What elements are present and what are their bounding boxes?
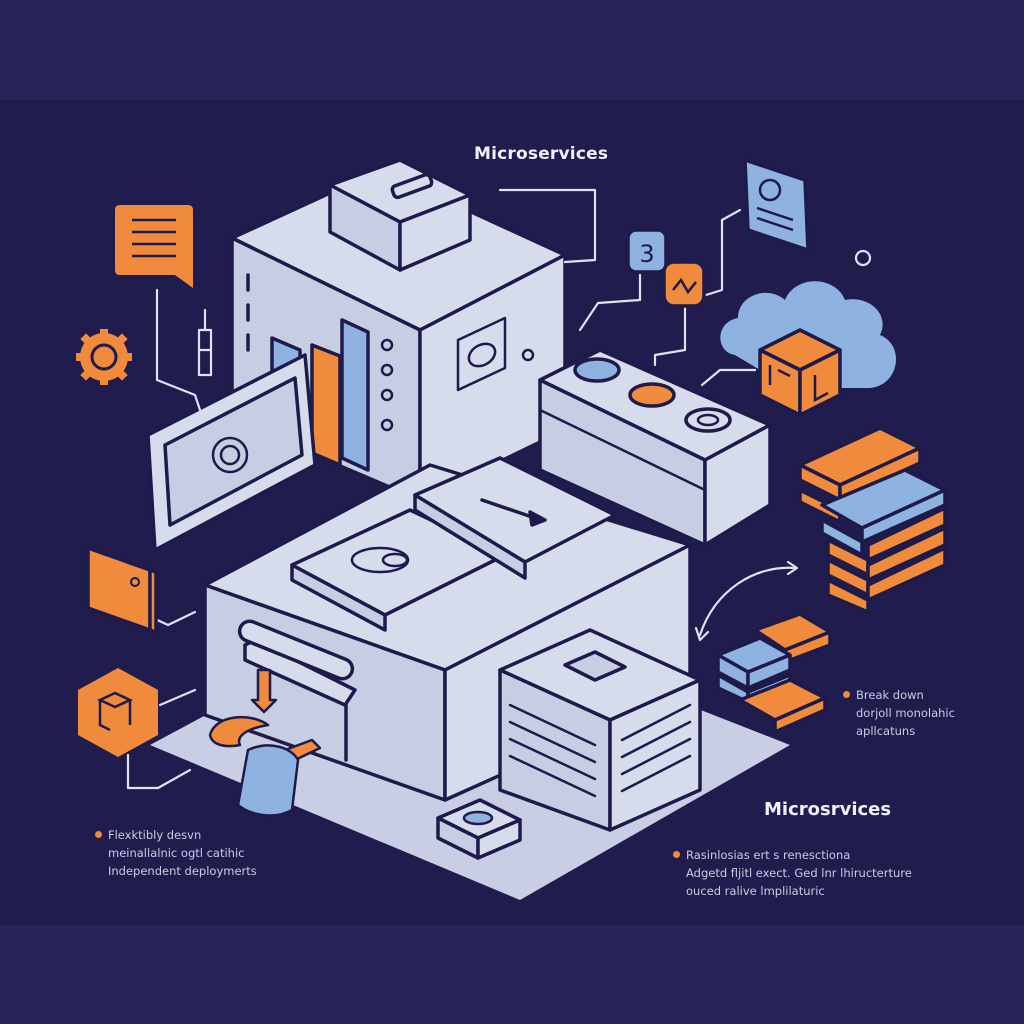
bullet-right-lower: Rasinlosias ert s renesctiona Adgetd flj… <box>673 846 912 900</box>
orange-flow-arrow <box>208 668 322 817</box>
ring-icon <box>854 249 872 267</box>
bullet-line: Flexktibly desvn <box>108 828 202 842</box>
small-device <box>436 798 522 860</box>
bullet-dot-icon <box>673 851 680 858</box>
signal-badge-icon <box>662 260 706 308</box>
bullet-line: ouced ralive lmplilaturic <box>686 884 825 898</box>
container-hex-icon <box>78 668 158 757</box>
bottom-band <box>0 925 1024 1024</box>
bag-icon <box>236 744 300 817</box>
chat-bubble-icon <box>115 205 193 288</box>
server-rack <box>498 628 702 832</box>
sync-blocks-icon <box>716 612 832 734</box>
toggle-button <box>684 407 732 433</box>
bullet-line: Adgetd fljitl exect. Ged lnr lhiructertu… <box>686 866 912 880</box>
pipe <box>237 619 357 762</box>
section-title: Microsrvices <box>764 799 892 820</box>
gear-icon <box>76 329 132 385</box>
package-cube-icon <box>758 328 842 417</box>
connectors <box>126 188 799 790</box>
config-card-icon <box>743 158 810 252</box>
check-button-orange <box>628 382 676 408</box>
monitor-panel <box>146 353 317 552</box>
database-stack-icon <box>798 426 947 614</box>
bullet-line: Independent deploymerts <box>108 864 257 878</box>
badge-number-label: 3 <box>639 240 654 268</box>
diagram-title: Microservices <box>474 144 609 164</box>
gear-icon <box>211 436 249 474</box>
bullet-dot-icon <box>843 691 850 698</box>
plugin-panel-icon <box>86 546 158 634</box>
plug-icon <box>197 308 213 377</box>
bullet-left: Flexktibly desvn meinallalnic ogtl catih… <box>95 826 257 880</box>
control-unit <box>538 348 772 547</box>
bullet-line: Break down <box>856 688 924 702</box>
bullet-line: meinallalnic ogtl catihic <box>108 846 245 860</box>
top-band <box>0 0 1024 100</box>
bullet-dot-icon <box>95 831 102 838</box>
bullet-right-upper: Break down dorjoll monolahic apllcatuns <box>843 686 955 740</box>
badge-number-icon: 3 <box>626 228 668 274</box>
bullet-line: apllcatuns <box>856 724 916 738</box>
bullet-line: Rasinlosias ert s renesctiona <box>686 848 851 862</box>
check-button-blue <box>573 357 621 383</box>
bidirectional-arrow <box>698 566 797 637</box>
lower-server-block <box>203 456 692 802</box>
bullet-line: dorjoll monolahic <box>856 706 955 720</box>
